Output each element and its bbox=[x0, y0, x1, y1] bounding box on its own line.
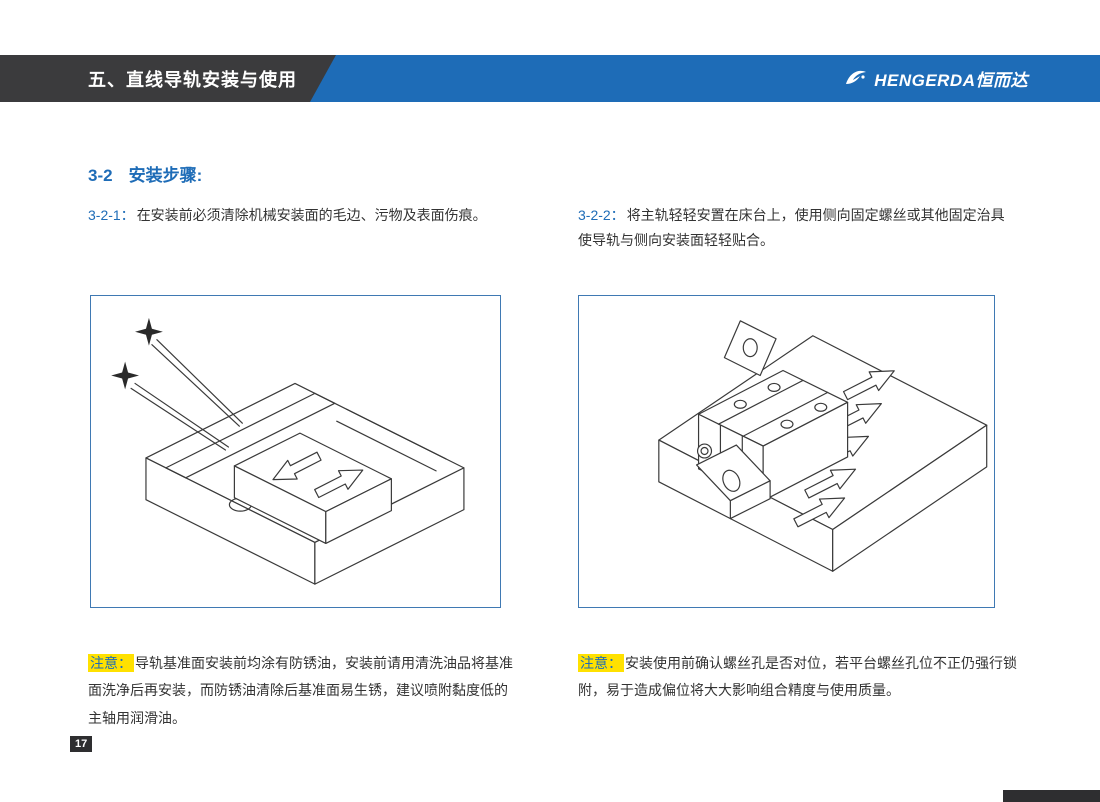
brand-band: HENGERDA恒而达 bbox=[310, 55, 1100, 102]
page-number-badge: 17 bbox=[70, 736, 93, 753]
figure-2-frame bbox=[578, 295, 995, 608]
figure-1-frame bbox=[90, 295, 501, 608]
step-1-text: 3-2-1：在安装前必须清除机械安装面的毛边、污物及表面伤痕。 bbox=[88, 203, 518, 228]
section-number: 3-2 bbox=[88, 166, 113, 185]
header-bar: 五、直线导轨安装与使用 HENGERDA恒而达 bbox=[0, 55, 1100, 102]
footer-corner-bar bbox=[1003, 790, 1100, 802]
figure-1-drawing bbox=[111, 317, 465, 585]
note-2: 注意：安装使用前确认螺丝孔是否对位，若平台螺丝孔位不正仍强行锁附，易于造成偏位将… bbox=[578, 650, 1018, 705]
step-2-text: 3-2-2：将主轨轻轻安置在床台上，使用侧向固定螺丝或其他固定治具使导轨与侧向安… bbox=[578, 203, 1018, 253]
step-2-body: 将主轨轻轻安置在床台上，使用侧向固定螺丝或其他固定治具使导轨与侧向安装面轻轻贴合… bbox=[578, 207, 1005, 249]
step-1-label: 3-2-1： bbox=[88, 207, 135, 223]
note-2-label: 注意： bbox=[578, 654, 624, 672]
brand-logo-text: HENGERDA恒而达 bbox=[874, 71, 1028, 90]
section-label: 安装步骤: bbox=[128, 166, 203, 185]
note-1: 注意：导轨基准面安装前均涂有防锈油，安装前请用清洗油品将基准面洗净后再安装，而防… bbox=[88, 650, 516, 732]
brand-logo-icon bbox=[844, 67, 868, 91]
section-title: 3-2 安装步骤: bbox=[88, 161, 202, 186]
note-1-body: 导轨基准面安装前均涂有防锈油，安装前请用清洗油品将基准面洗净后再安装，而防锈油清… bbox=[88, 655, 513, 726]
note-1-label: 注意： bbox=[88, 654, 134, 672]
page-title: 五、直线导轨安装与使用 bbox=[88, 69, 297, 90]
figure-2-drawing bbox=[658, 320, 988, 572]
step-2-label: 3-2-2： bbox=[578, 207, 625, 223]
note-2-body: 安装使用前确认螺丝孔是否对位，若平台螺丝孔位不正仍强行锁附，易于造成偏位将大大影… bbox=[578, 655, 1017, 699]
step-1-body: 在安装前必须清除机械安装面的毛边、污物及表面伤痕。 bbox=[136, 207, 487, 223]
